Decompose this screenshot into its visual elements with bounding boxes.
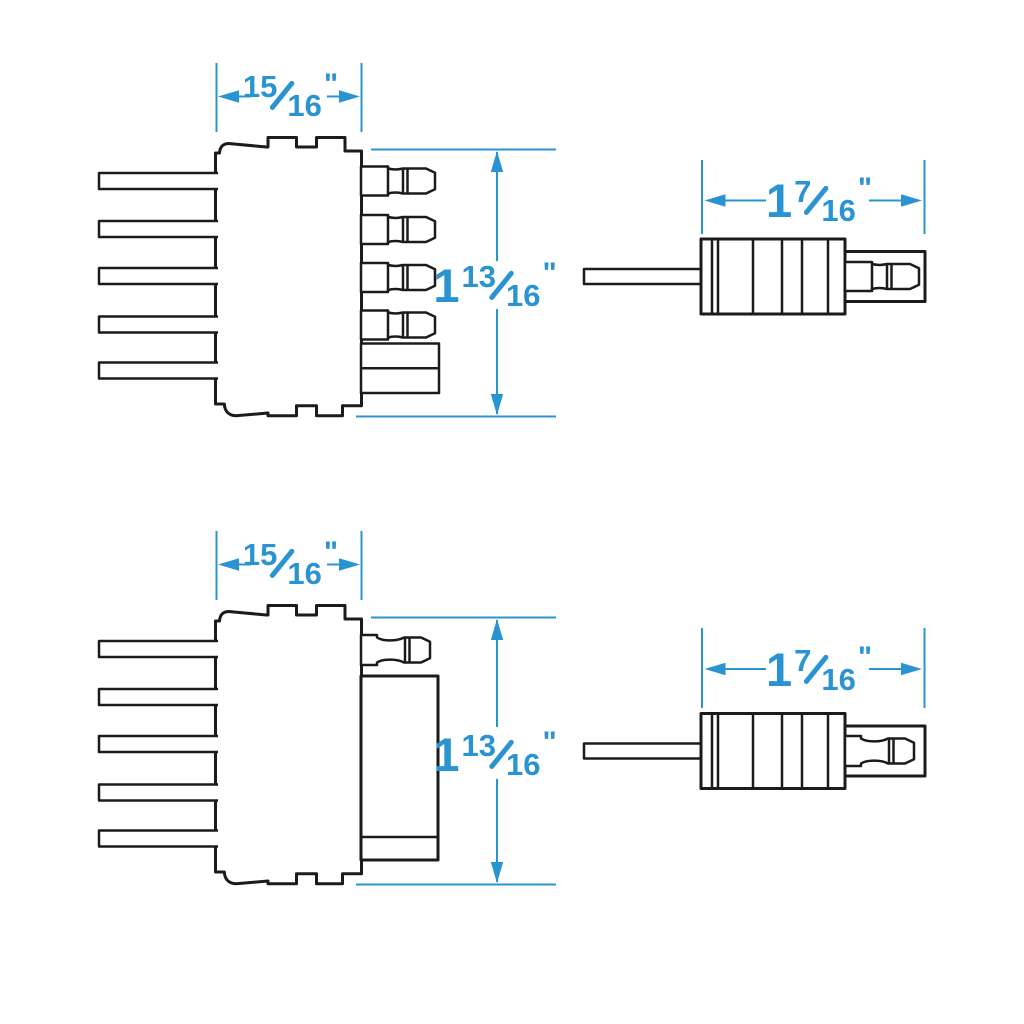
whole-number: 1 (765, 642, 792, 696)
diagram-top (97, 63, 927, 418)
arrow-up-icon (490, 619, 504, 640)
arrow-right-icon (901, 662, 922, 676)
arrow-right-icon (339, 90, 360, 103)
fraction: 15 16 (243, 539, 322, 589)
fraction-denominator: 16 (287, 556, 322, 591)
inch-mark: " (542, 726, 556, 759)
whole-number: 1 (433, 258, 459, 312)
fraction-denominator: 16 (821, 192, 856, 228)
inch-mark: " (542, 257, 556, 290)
inch-mark: " (857, 641, 872, 674)
diagram-bottom (97, 531, 927, 886)
plug-connector-top (582, 237, 927, 316)
fraction-denominator: 16 (505, 746, 541, 782)
width-dimension-label-bottom: 15 16 " (240, 535, 338, 589)
arrow-left-icon (218, 558, 239, 571)
whole-number: 1 (433, 727, 459, 781)
height-dimension-label-bottom: 1 13 16 " (433, 726, 556, 781)
fraction-denominator: 16 (505, 277, 541, 313)
fraction: 7 16 (794, 176, 856, 226)
fraction: 15 16 (243, 71, 322, 121)
fraction: 7 16 (794, 645, 856, 695)
arrow-down-icon (490, 394, 504, 415)
plug-connector-bottom (582, 712, 927, 790)
fraction-denominator: 16 (821, 661, 856, 697)
fraction-numerator: 13 (461, 727, 496, 763)
plug-length-label-bottom: 1 7 16 " (765, 641, 872, 696)
arrow-up-icon (490, 151, 504, 172)
fraction-denominator: 16 (287, 88, 322, 123)
arrow-left-icon (704, 194, 726, 207)
arrow-left-icon (218, 90, 239, 103)
plug-length-label-top: 1 7 16 " (765, 172, 872, 227)
fraction-numerator: 15 (242, 537, 278, 572)
arrow-left-icon (704, 662, 726, 676)
five-way-connector-top (97, 136, 441, 418)
inch-mark: " (857, 172, 872, 205)
fraction-numerator: 13 (461, 258, 496, 294)
inch-mark: " (323, 535, 338, 569)
arrow-down-icon (490, 862, 504, 883)
fraction: 13 16 (461, 730, 540, 780)
arrow-right-icon (901, 194, 922, 207)
dimension-annotations-top (215, 63, 926, 418)
inch-mark: " (323, 67, 338, 101)
flat-plug-housing (359, 674, 440, 862)
width-dimension-label-top: 15 16 " (240, 67, 338, 121)
height-dimension-label-top: 1 13 16 " (433, 257, 556, 312)
whole-number: 1 (765, 173, 792, 227)
fraction-numerator: 7 (794, 642, 812, 678)
dimension-annotations-bottom (215, 531, 926, 886)
four-flat-connector-bottom (97, 604, 440, 886)
fraction-numerator: 15 (242, 69, 278, 104)
fraction-numerator: 7 (794, 173, 812, 209)
arrow-right-icon (339, 558, 360, 571)
fraction: 13 16 (461, 261, 540, 311)
